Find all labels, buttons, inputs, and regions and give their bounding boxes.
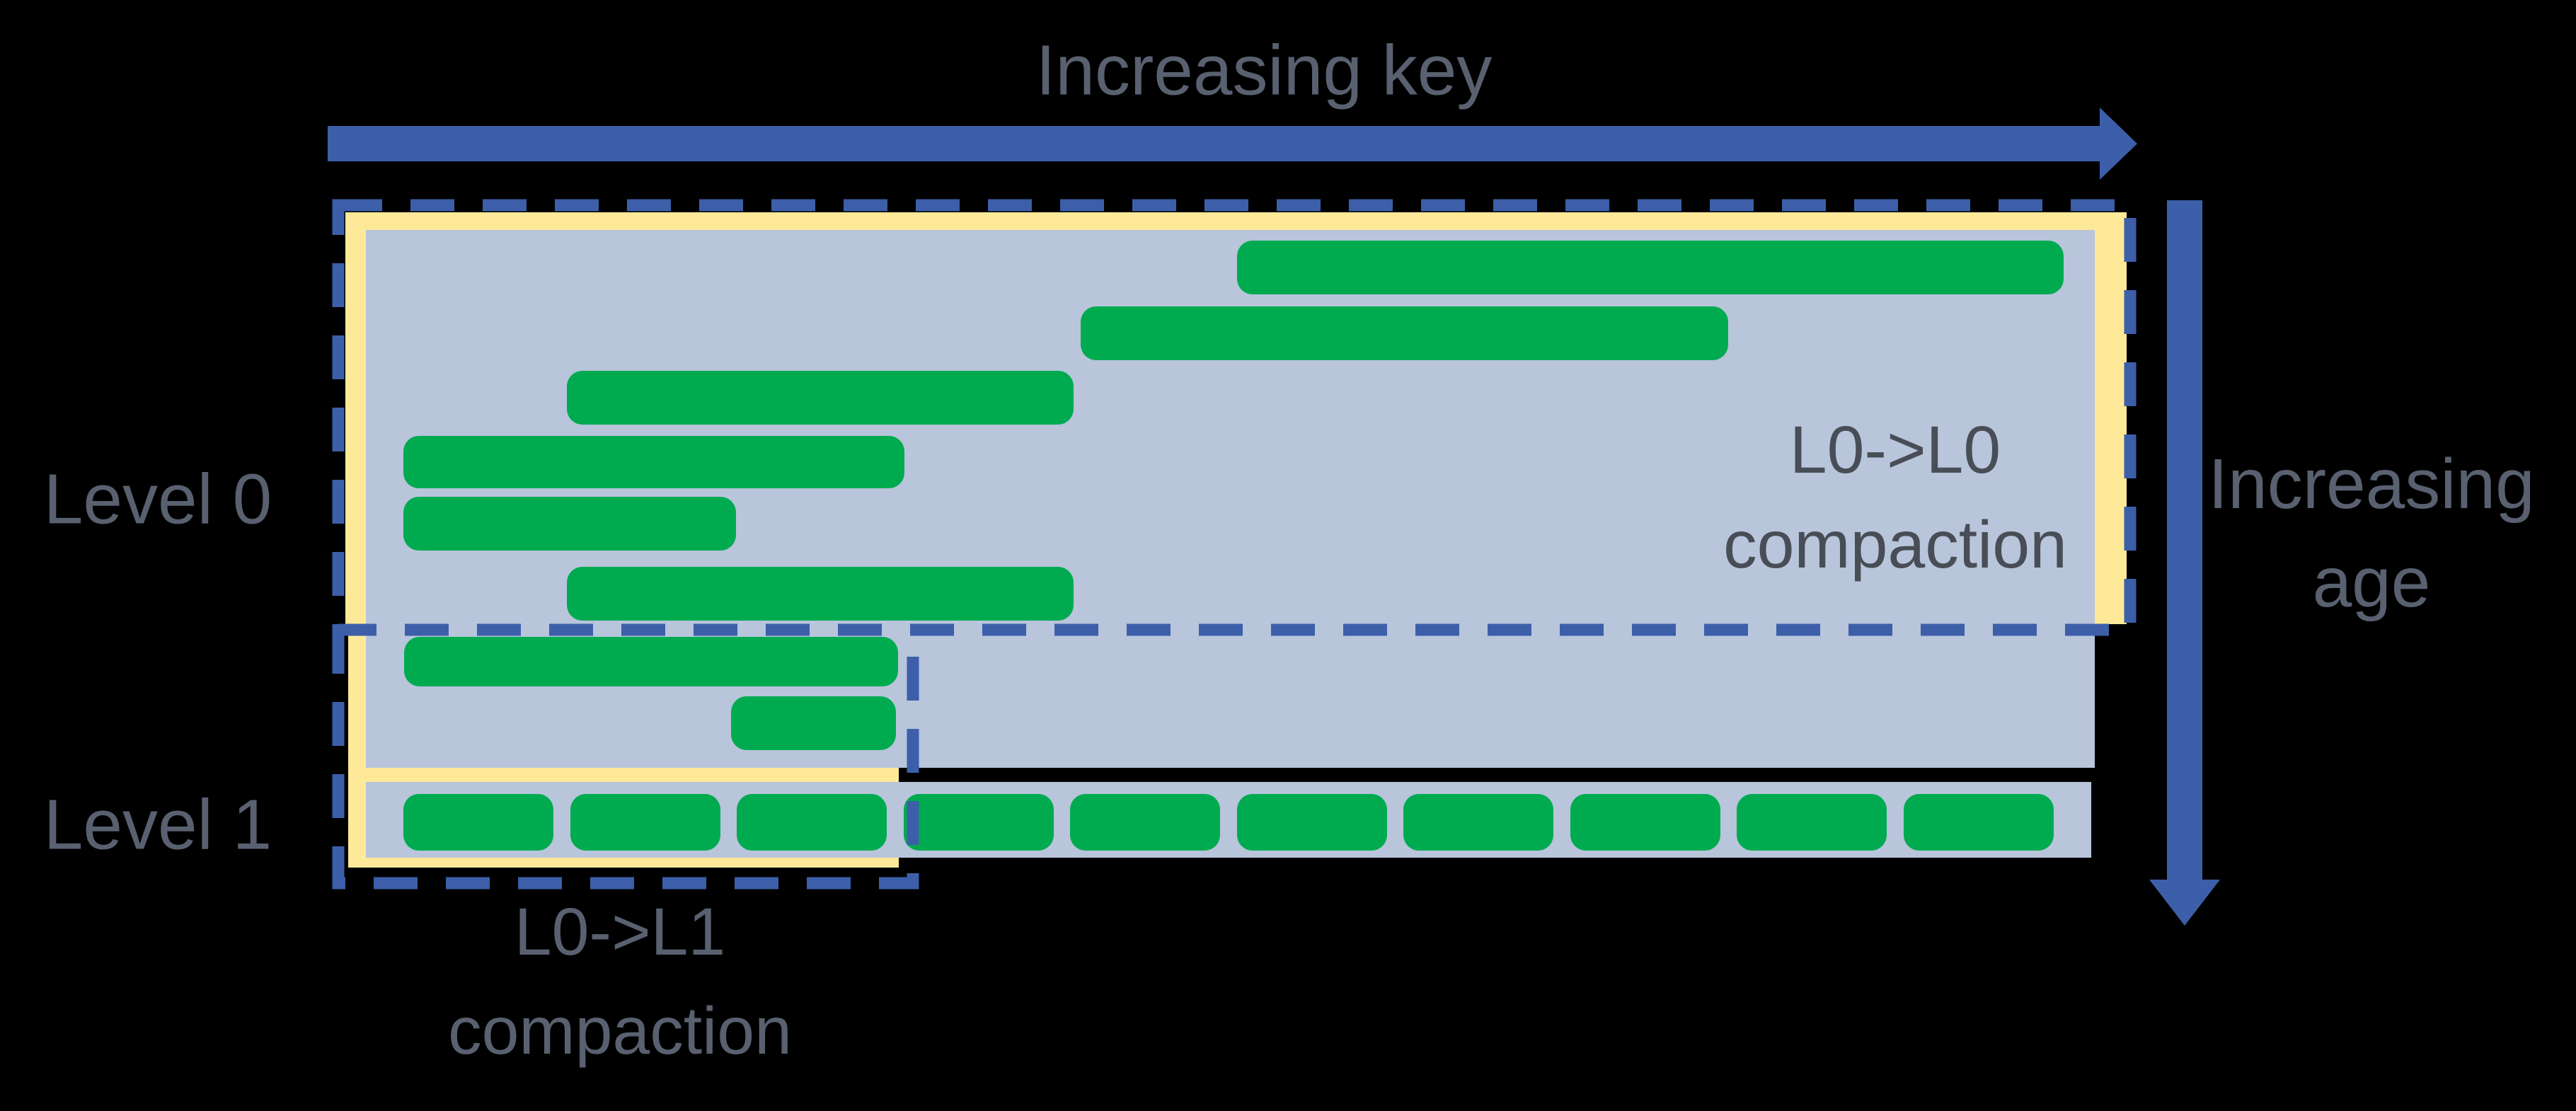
level1-sstable-segment — [904, 794, 1054, 851]
level1-sstable-segment — [1904, 794, 2054, 851]
level0-sstable-bar — [731, 696, 896, 750]
increasing-key-arrowhead-icon — [2100, 108, 2137, 180]
level1-sstable-segment — [403, 794, 553, 851]
increasing-key-label: Increasing key — [1035, 30, 1493, 110]
l0-l0-compaction-dashed-border — [332, 199, 2137, 636]
increasing-age-arrow — [2149, 200, 2220, 926]
l0-l1-compaction-dashed-border — [332, 630, 919, 890]
level1-sstable-segment — [1403, 794, 1553, 851]
level1-sstable-segment — [1237, 794, 1387, 851]
l0-l0-compaction-label: L0->L0 compaction — [1723, 403, 2067, 592]
l0-l0-compaction-label-line1: L0->L0 — [1789, 413, 2001, 488]
level0-sstable-bar — [567, 567, 1074, 621]
increasing-age-arrow-shaft — [2167, 200, 2202, 880]
level1-sstable-segment — [1737, 794, 1887, 851]
level1-sstable-segment — [1070, 794, 1220, 851]
l0-l1-compaction-label-line1: L0->L1 — [514, 894, 726, 969]
level0-sstable-bar — [403, 497, 736, 551]
level1-sstable-segment — [737, 794, 887, 851]
level1-sstable-segment — [570, 794, 720, 851]
increasing-age-label-line1: Increasing — [2208, 444, 2535, 524]
level0-sstable-bar — [1237, 241, 2064, 294]
level0-sstable-bar — [1081, 306, 1728, 360]
l0-l1-compaction-label-line2: compaction — [448, 994, 792, 1069]
increasing-key-arrow — [328, 108, 2137, 180]
increasing-age-label-line2: age — [2312, 543, 2431, 622]
increasing-age-label: Increasing age — [2208, 435, 2534, 632]
level0-label: Level 0 — [43, 459, 272, 539]
l0-l0-compaction-label-line2: compaction — [1723, 507, 2067, 582]
level0-sstable-bar — [567, 371, 1074, 425]
increasing-age-arrowhead-icon — [2149, 880, 2220, 926]
level1-sstable-segment — [1570, 794, 1720, 851]
level0-sstable-bar — [403, 436, 904, 488]
l0-l1-compaction-label: L0->L1 compaction — [448, 882, 792, 1081]
level1-label: Level 1 — [43, 785, 272, 865]
level0-sstable-bar — [404, 637, 898, 686]
increasing-key-arrow-shaft — [328, 126, 2100, 161]
